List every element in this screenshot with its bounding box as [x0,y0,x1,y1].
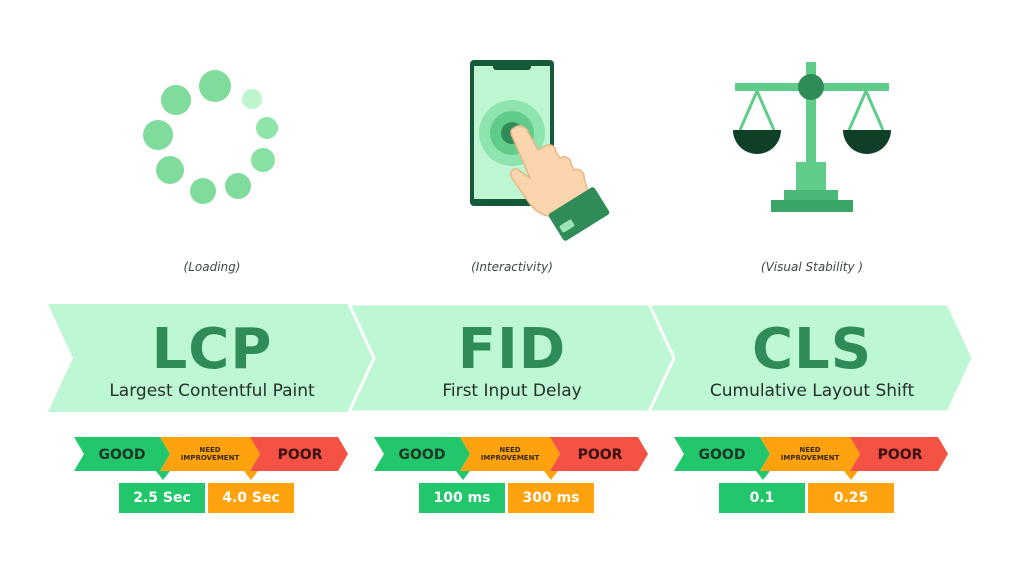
rating-scales [74,437,948,480]
lcp-chevron-label: LCP Largest Contentful Paint [82,320,342,402]
touch-phone-icon [470,60,610,241]
metric-chevrons [48,302,975,414]
fid-caption: (Interactivity) [471,260,553,274]
fid-good-threshold: 100 ms [419,483,505,513]
cls-poor-label: POOR [877,447,923,463]
cls-chevron-label: CLS Cumulative Layout Shift [682,320,942,402]
lcp-chevron [48,304,375,412]
cls-good-threshold: 0.1 [719,483,805,513]
cls-rating-scale [674,437,948,480]
lcp-name: Largest Contentful Paint [109,381,315,401]
lcp-good-threshold: 2.5 Sec [119,483,205,513]
icon-row [143,60,891,241]
lcp-poor-label: POOR [277,447,323,463]
cls-poor-threshold: 0.25 [808,483,894,513]
loading-spinner-icon [143,70,278,204]
lcp-abbr: LCP [151,317,273,382]
cls-caption: (Visual Stability ) [760,260,864,274]
cls-chevron [646,302,975,414]
fid-good-label: GOOD [398,447,446,463]
lcp-rating-scale [74,437,348,480]
lcp-good-label: GOOD [98,447,146,463]
lcp-caption: (Loading) [183,260,241,274]
fid-poor-threshold: 300 ms [508,483,594,513]
balance-scale-icon [733,62,891,212]
lcp-poor-threshold: 4.0 Sec [208,483,294,513]
fid-rating-scale [374,437,648,480]
cls-name: Cumulative Layout Shift [709,381,915,401]
cls-good-label: GOOD [698,447,746,463]
cls-abbr: CLS [751,317,873,382]
fid-poor-label: POOR [577,447,623,463]
fid-name: First Input Delay [442,381,582,401]
fid-chevron-label: FID First Input Delay [382,320,642,402]
fid-abbr: FID [457,317,567,382]
